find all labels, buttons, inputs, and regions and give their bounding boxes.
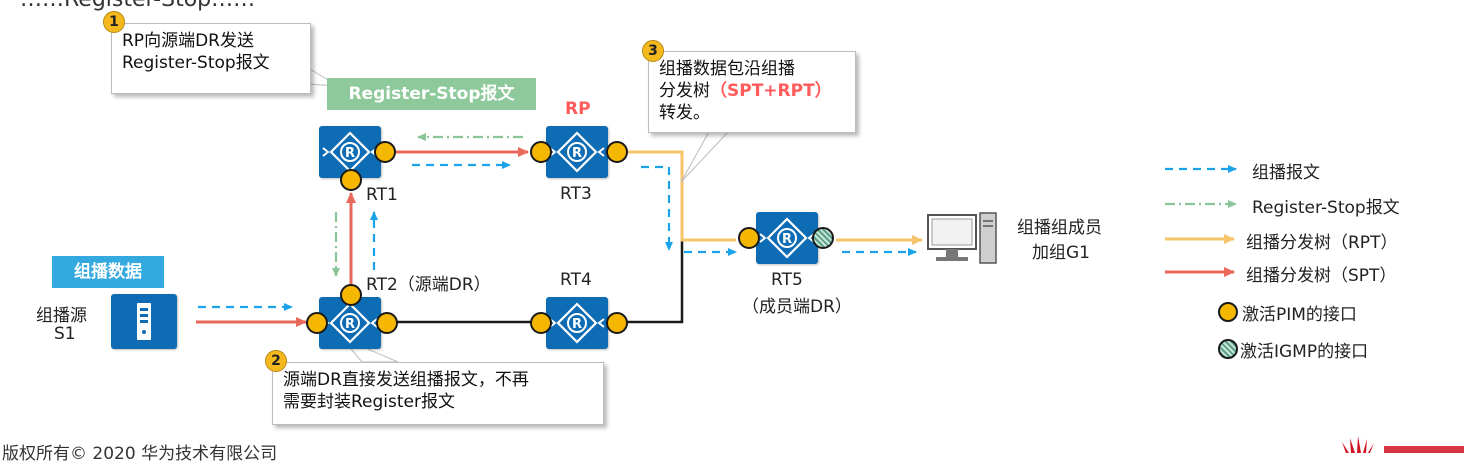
igmp-port-rt5-east xyxy=(812,227,834,249)
callout-register-stop: RP向源端DR发送 Register-Stop报文 xyxy=(111,23,311,94)
register-stop-badge: Register-Stop报文 xyxy=(327,78,536,110)
svg-text:R: R xyxy=(572,317,582,332)
legend-spt: 组播分发树（SPT） xyxy=(1246,266,1397,286)
step-2-badge: 2 xyxy=(265,350,287,372)
multicast-packet-arrows xyxy=(198,161,917,311)
callout-forwarding: 组播数据包沿组播 分发树（SPT+RPT） 转发。 xyxy=(648,51,856,133)
legend-multicast-packet: 组播报文 xyxy=(1252,163,1320,183)
step-1-badge: 1 xyxy=(103,11,125,33)
legend-pim: 激活PIM的接口 xyxy=(1242,305,1357,325)
label-rt3: RT3 xyxy=(560,184,592,204)
label-rt1: RT1 xyxy=(366,185,398,205)
callout-3-line2: 分发树（SPT+RPT） xyxy=(659,80,845,102)
label-member-group: 加组G1 xyxy=(1032,243,1090,263)
footer-copyright: 版权所有© 2020 华为技术有限公司 xyxy=(2,444,278,464)
router-rt4[interactable]: R xyxy=(546,297,608,349)
server-glyph xyxy=(137,303,151,340)
router-rt3[interactable]: R xyxy=(546,126,608,178)
callout-source-dr: 源端DR直接发送组播报文，不再 需要封装Register报文 xyxy=(272,362,604,425)
callout-2-line1: 源端DR直接发送组播报文，不再 xyxy=(283,370,529,390)
svg-text:R: R xyxy=(345,317,355,332)
callout-2-line2: 需要封装Register报文 xyxy=(283,392,455,412)
legend-register-stop: Register-Stop报文 xyxy=(1252,198,1400,218)
label-rt5: RT5 xyxy=(771,270,803,290)
pim-port-rt4-east xyxy=(606,312,628,334)
huawei-logo xyxy=(1340,436,1474,453)
topology-links xyxy=(196,65,1237,363)
spt-path xyxy=(196,147,529,327)
svg-text:R: R xyxy=(572,146,582,161)
label-rt4: RT4 xyxy=(560,270,592,290)
label-rt2: RT2（源端DR） xyxy=(366,275,491,295)
step-3-badge: 3 xyxy=(642,40,664,62)
register-stop-arrows xyxy=(332,133,523,277)
legend-pim-port-icon xyxy=(1218,302,1238,322)
computer-icon[interactable] xyxy=(922,211,1000,267)
pim-port-rt5-west xyxy=(738,227,760,249)
pim-port-rt3-west xyxy=(530,141,552,163)
page-title-partial: ……Register-Stop…… xyxy=(20,0,255,12)
huawei-logo-glyph xyxy=(1342,436,1464,453)
pim-port-rt2-east xyxy=(376,312,398,334)
pim-port-rt1-south xyxy=(340,169,362,191)
server-icon[interactable] xyxy=(111,294,177,349)
legend-rpt: 组播分发树（RPT） xyxy=(1246,233,1398,253)
pim-port-rt3-east xyxy=(606,141,628,163)
svg-text:R: R xyxy=(345,146,355,161)
router-icon: R xyxy=(549,131,605,173)
legend-lines xyxy=(1165,165,1237,277)
callout-3-highlight: （SPT+RPT） xyxy=(710,81,832,101)
pim-port-rt4-west xyxy=(530,312,552,334)
label-member: 组播组成员 xyxy=(1017,218,1102,238)
label-rt5-role: （成员端DR） xyxy=(742,297,852,317)
pim-port-rt1-east xyxy=(374,141,396,163)
label-source: 组播源 xyxy=(36,306,87,326)
multicast-data-badge: 组播数据 xyxy=(52,256,164,288)
router-rt5[interactable]: R xyxy=(756,212,818,264)
legend-igmp: 激活IGMP的接口 xyxy=(1240,342,1369,362)
callout-1-line2: Register-Stop报文 xyxy=(122,53,270,73)
svg-text:R: R xyxy=(782,232,792,247)
callout-1-line1: RP向源端DR发送 xyxy=(122,31,254,51)
callout-3-line1: 组播数据包沿组播 xyxy=(659,59,795,79)
rp-label: RP xyxy=(565,99,591,119)
callout-3-line3: 转发。 xyxy=(659,103,710,123)
computer-glyph xyxy=(927,212,997,264)
callout-3-line2-prefix: 分发树 xyxy=(659,81,710,101)
pim-port-rt2-west xyxy=(306,312,328,334)
pim-port-rt2-north xyxy=(340,284,362,306)
rpt-path xyxy=(627,150,923,245)
legend-igmp-port-icon xyxy=(1218,339,1238,359)
label-source-id: S1 xyxy=(54,324,76,344)
router-icon: R xyxy=(549,302,605,344)
router-icon: R xyxy=(759,217,815,259)
